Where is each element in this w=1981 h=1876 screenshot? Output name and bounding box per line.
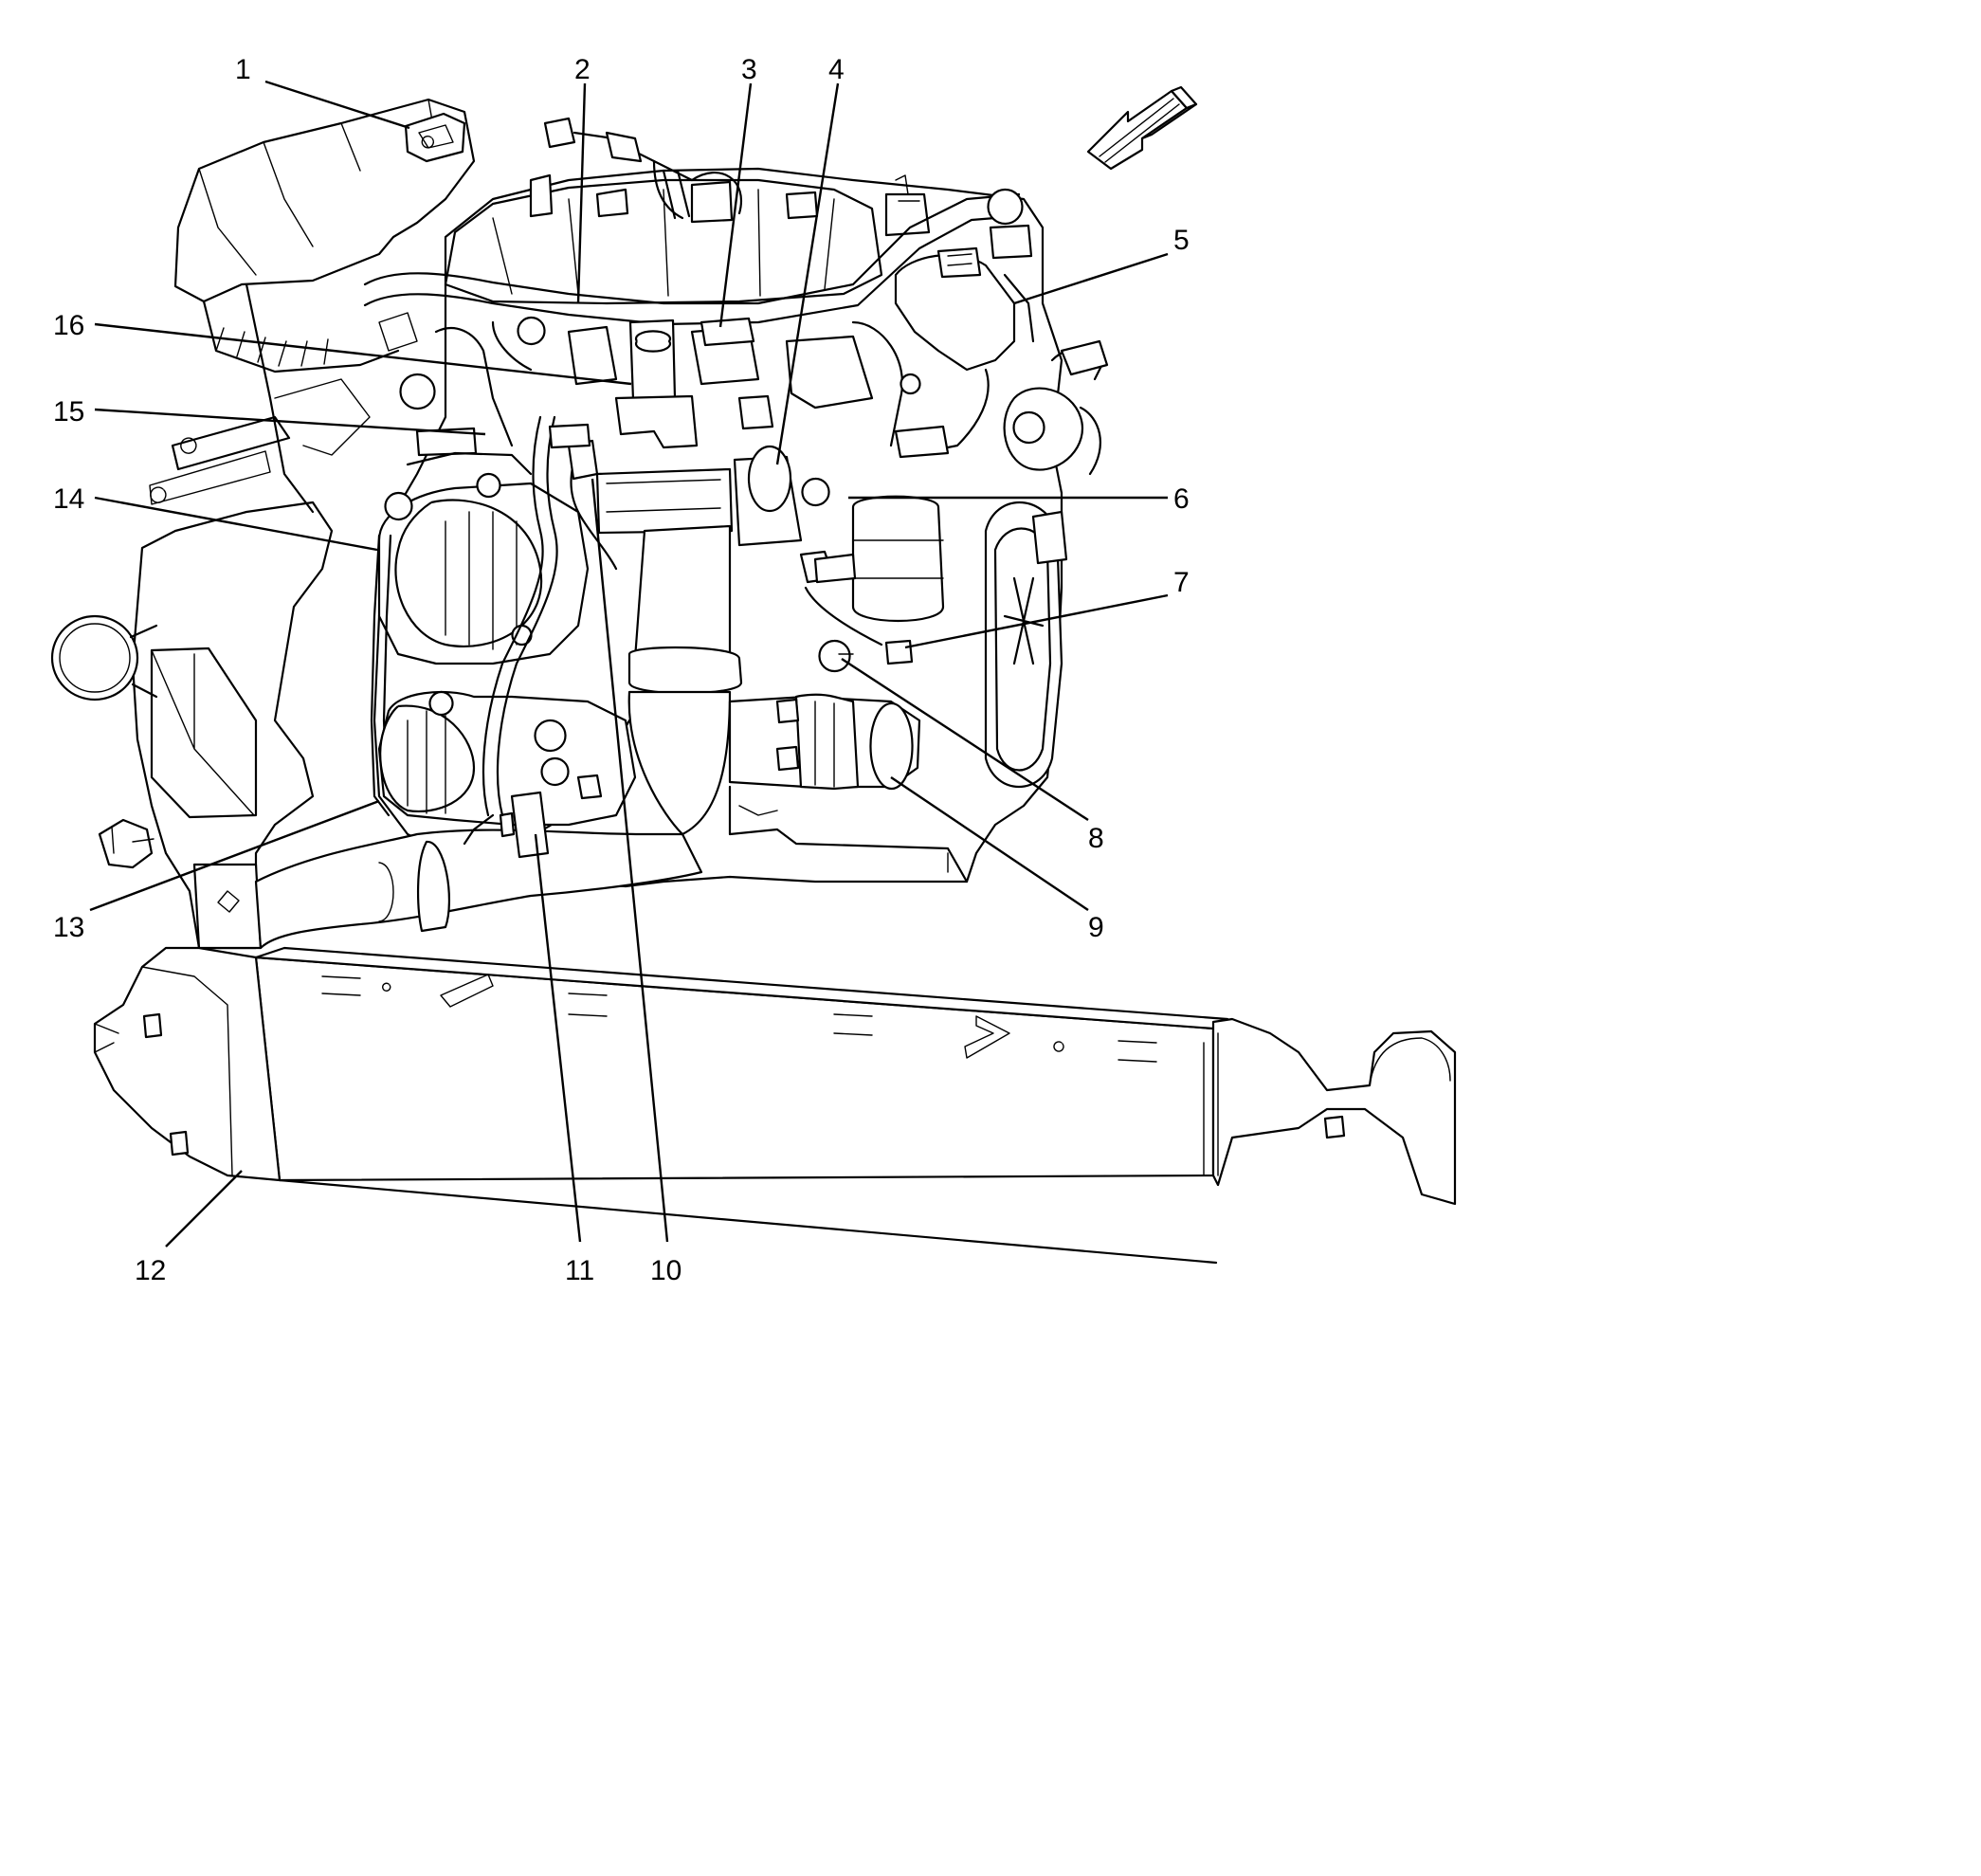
callout-12: 12 (135, 1255, 166, 1286)
left-air-duct-panel (50, 282, 371, 950)
leader-10 (591, 478, 669, 1243)
leader-8 (841, 657, 1089, 822)
callout-15: 15 (53, 396, 84, 428)
leader-5 (1013, 252, 1169, 305)
callout-3: 3 (741, 54, 757, 85)
callout-labels: 1 2 3 4 5 6 7 8 9 10 11 12 13 14 15 16 (53, 54, 1190, 1286)
engine-block (254, 117, 1109, 950)
callout-5: 5 (1173, 225, 1190, 256)
charge-air-cooler (93, 946, 1457, 1265)
callout-6: 6 (1173, 483, 1190, 515)
front-direction-arrow-icon (1086, 85, 1198, 171)
leader-14 (94, 496, 378, 552)
callout-4: 4 (828, 54, 845, 85)
leader-4 (775, 82, 840, 465)
leader-3 (718, 82, 753, 328)
leader-12 (165, 1170, 243, 1248)
leader-16 (94, 322, 632, 386)
leader-1 (264, 80, 410, 130)
callout-8: 8 (1088, 823, 1104, 854)
leader-15 (94, 408, 486, 436)
leader-lines (89, 80, 1169, 1248)
callout-7: 7 (1173, 567, 1190, 598)
leader-13 (89, 799, 380, 912)
callout-1: 1 (235, 54, 251, 85)
leader-11 (534, 833, 582, 1243)
leader-9 (890, 776, 1089, 911)
engine-drawing: 1 2 3 4 5 6 7 8 9 10 11 12 13 14 15 16 (50, 54, 1457, 1286)
leader-7 (904, 593, 1169, 649)
engine-component-locator-diagram: 1 2 3 4 5 6 7 8 9 10 11 12 13 14 15 16 (50, 54, 1457, 1286)
callout-14: 14 (53, 483, 84, 515)
callout-9: 9 (1088, 912, 1104, 943)
callout-2: 2 (574, 54, 591, 85)
callout-11: 11 (565, 1255, 594, 1286)
callout-13: 13 (53, 912, 84, 943)
air-cleaner-housing (173, 98, 476, 373)
leader-2 (576, 82, 587, 304)
callout-16: 16 (53, 310, 84, 341)
callout-10: 10 (650, 1255, 682, 1286)
